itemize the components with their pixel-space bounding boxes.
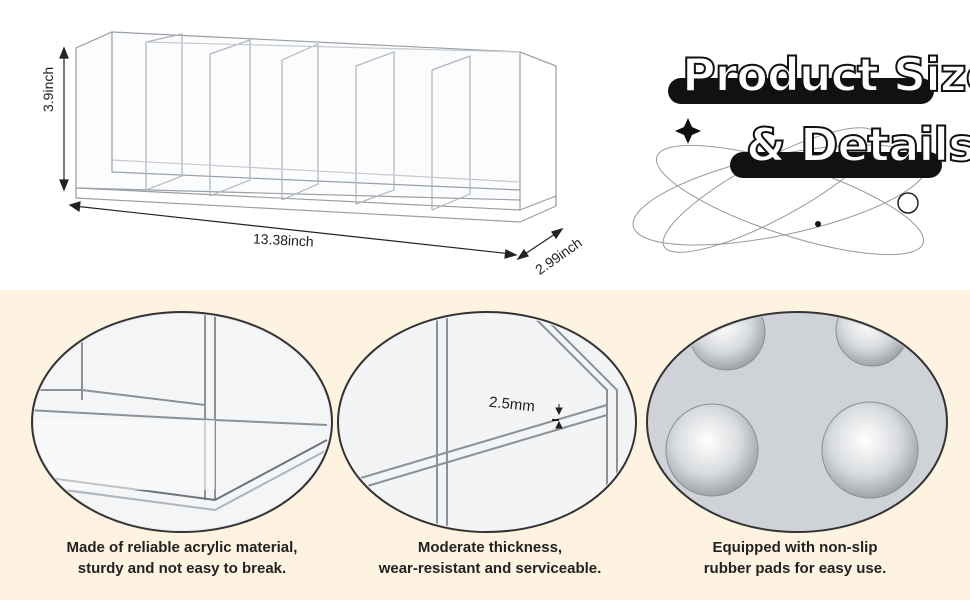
title-line-1: Product Size: [681, 47, 970, 103]
organizer-product-image: [59, 31, 564, 261]
feature-caption-line: sturdy and not easy to break.: [77, 560, 287, 577]
feature-caption-acrylic: Made of reliable acrylic material, sturd…: [32, 537, 332, 579]
detail-image-acrylic-corner: [31, 311, 333, 533]
product-title: Product Size & Details: [668, 40, 970, 178]
title-line-2: & Details: [745, 117, 970, 173]
feature-caption-rubber-pads: Equipped with non-slip rubber pads for e…: [645, 537, 945, 579]
feature-caption-thickness: Moderate thickness, wear-resistant and s…: [340, 537, 640, 579]
feature-caption-line: Moderate thickness,: [417, 539, 563, 556]
feature-caption-line: Made of reliable acrylic material,: [66, 539, 298, 556]
title-pill-background: [668, 78, 934, 104]
title-pill-background: [730, 152, 942, 178]
bottom-section: 2.5mm Made of reliable acrylic material,…: [0, 290, 970, 600]
feature-caption-line: wear-resistant and serviceable.: [378, 560, 602, 577]
detail-image-rubber-pads: [646, 311, 948, 533]
feature-caption-line: rubber pads for easy use.: [703, 560, 887, 577]
height-dimension-label: 3.9inch: [40, 66, 56, 112]
top-section: 3.9inch 13.38inch 2.99inch Product Size …: [0, 0, 970, 290]
length-dimension-label: 13.38inch: [252, 230, 315, 250]
feature-caption-line: Equipped with non-slip: [712, 539, 878, 556]
detail-image-thickness: [337, 311, 637, 533]
